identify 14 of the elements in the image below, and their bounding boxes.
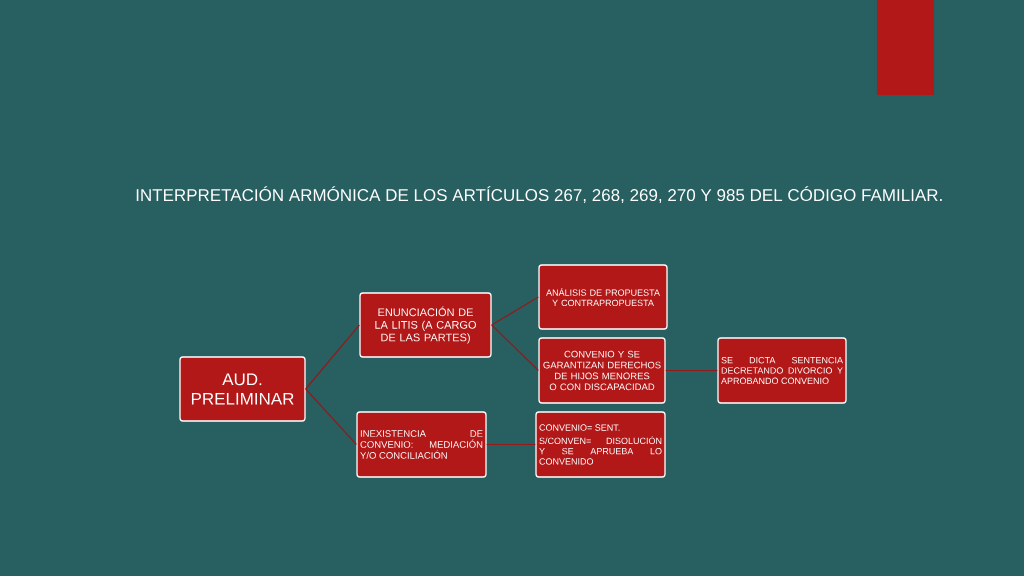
process-box: INEXISTENCIA DE CONVENIO: MEDIACIÓN Y/O CONCILIACIÓN <box>356 411 487 478</box>
process-box: ENUNCIACIÓN DE LA LITIS (A CARGO DE LAS PARTES) <box>359 292 492 358</box>
process-box: CONVENIO= SENT. S/CONVEN= DISOLUCIÓN Y SE APRUEBA LO CONVENIDO <box>535 411 666 478</box>
connector-line <box>491 324 539 372</box>
connector-line <box>665 369 718 372</box>
process-box: ANÁLISIS DE PROPUESTA Y CONTRAPROPUESTA <box>538 264 668 330</box>
connector-line <box>491 296 539 326</box>
connector-line <box>486 443 536 446</box>
process-box: CONVENIO Y SE GARANTIZAN DERECHOS DE HIJOS MENORES O CON DISCAPACIDAD <box>538 337 666 404</box>
title: INTERPRETACIÓN ARMÓNICA DE LOS ARTÍCULOS 267, 268, 269, 270 Y 985 DEL CÓDIGO FAMILIAR. <box>136 186 942 204</box>
connector-line <box>305 388 357 446</box>
connector-line <box>305 324 360 390</box>
process-box: SE DICTA SENTENCIA DECRETANDO DIVORCIO Y APROBANDO CONVENIO <box>717 337 847 404</box>
process-box: AUD. PRELIMINAR <box>179 356 306 422</box>
